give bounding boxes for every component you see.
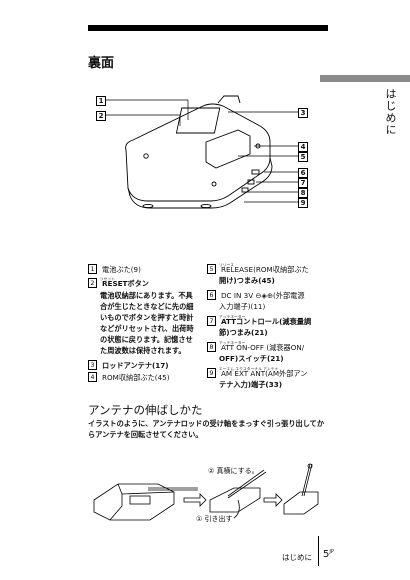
callout-3: 3 [298, 108, 308, 118]
step-2-label: ② 真横にする。 [208, 467, 259, 475]
list-item: などがリセットされ、出荷時 [100, 324, 194, 333]
callout-4: 4 [298, 142, 308, 152]
callout-5: 5 [298, 152, 308, 162]
callout-8: 8 [298, 188, 308, 198]
callout-6: 6 [298, 168, 308, 178]
list-item: OFF)スイッチ(21) [219, 354, 284, 363]
list-item: 入力端子)(11) [219, 302, 266, 311]
list-item: テナ入力)端子(33) [219, 380, 282, 389]
list-item: の状態に戻ります。記憶させ [100, 335, 193, 344]
antenna-steps-illustration [93, 463, 319, 521]
callout-9: 9 [298, 198, 308, 208]
list-item: いものでボタンを押すと時計 [100, 313, 194, 322]
subsection-description: イラストのように、アンテナロッドの受け軸をまっすぐ引っ張り出してからアンテナを回… [88, 419, 325, 439]
list-item: 節)つまみ(21) [219, 328, 268, 337]
list-item: た周波数は保持されます。 [100, 346, 186, 355]
side-tab-label: はじめに [384, 88, 397, 136]
callout-7: 7 [298, 178, 308, 188]
page-number: 5JP [323, 549, 334, 560]
list-item: 電池収納部にあります。不具 [100, 291, 193, 300]
device-back-illustration [104, 95, 298, 209]
section-title: 裏面 [88, 56, 115, 71]
side-tab-bar [320, 75, 410, 82]
list-item: 合が生じたときなどに先の細 [100, 302, 194, 311]
callout-2: 2 [96, 111, 106, 121]
footer-divider [318, 536, 319, 566]
list-item: 開け)つまみ(45) [219, 276, 275, 285]
footer-section-label: はじめに [282, 553, 312, 562]
subsection-title: アンテナの伸ばしかた [88, 403, 203, 417]
top-rule [88, 25, 328, 31]
callout-1: 1 [96, 96, 106, 106]
step-1-label: ① 引き出す [196, 515, 233, 523]
